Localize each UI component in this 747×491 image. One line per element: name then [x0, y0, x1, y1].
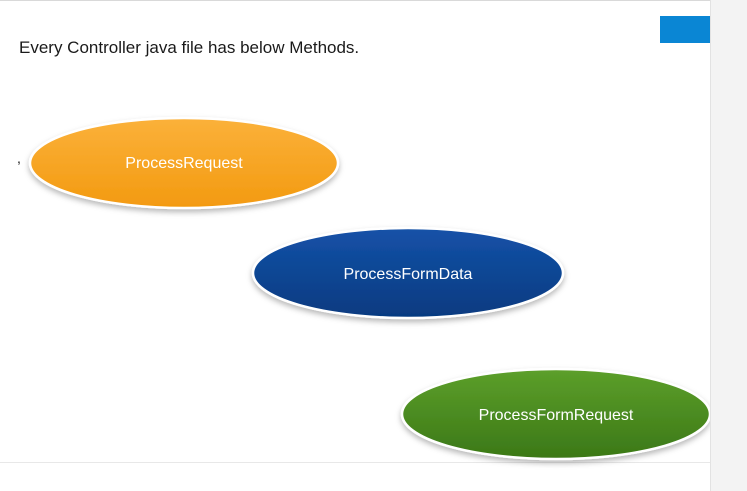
- oval-process-form-data-shape: [251, 226, 565, 320]
- oval-process-form-request-label: ProcessFormRequest: [479, 407, 634, 424]
- slide-heading: Every Controller java file has below Met…: [19, 38, 360, 57]
- slide-top-border: [0, 0, 710, 1]
- methods-diagram: ProcessRequest ProcessFormData ProcessFo…: [28, 116, 710, 461]
- method-oval-process-form-data[interactable]: ProcessFormData: [251, 226, 565, 320]
- oval-process-form-data-label: ProcessFormData: [344, 266, 473, 283]
- method-oval-process-request[interactable]: ProcessRequest: [28, 116, 340, 210]
- oval-process-request-shape: [28, 116, 340, 210]
- accent-block: [660, 16, 710, 43]
- stray-comma: ,: [17, 150, 21, 166]
- oval-process-form-request-shape: [400, 367, 710, 461]
- right-scroll-panel[interactable]: [710, 0, 747, 491]
- slide-bottom-border: [0, 462, 710, 463]
- oval-process-request-label: ProcessRequest: [125, 155, 243, 172]
- method-oval-process-form-request[interactable]: ProcessFormRequest: [400, 367, 710, 461]
